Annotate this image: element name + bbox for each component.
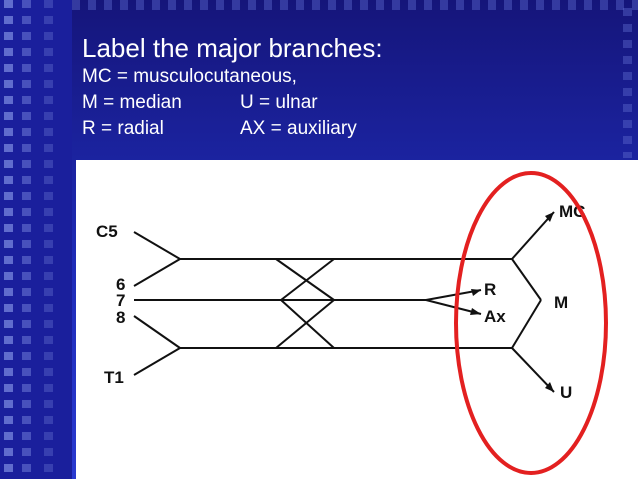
root-label-c5: C5	[96, 222, 118, 241]
r-arrowhead	[471, 289, 481, 296]
ax-arrowhead	[470, 308, 481, 315]
c5-root-line	[133, 231, 181, 260]
c6-root-line	[133, 258, 181, 287]
u-arrowhead	[545, 382, 554, 392]
median-lateral-line	[511, 258, 542, 301]
division-cross-4	[280, 299, 335, 349]
text-block: Label the major branches: MC = musculocu…	[82, 32, 383, 142]
branch-label-ax: Ax	[484, 307, 506, 326]
slide-title: Label the major branches:	[82, 33, 383, 63]
right-decorative-strip	[623, 8, 632, 158]
top-decorative-strip	[72, 0, 638, 10]
left-decorative-strip	[0, 0, 72, 479]
c8-root-line	[133, 315, 181, 349]
arrowheads	[470, 212, 554, 392]
t1-root-line	[133, 347, 181, 376]
legend-axillary: AX = auxiliary	[240, 118, 357, 139]
division-cross-3	[280, 258, 335, 301]
brachial-plexus-diagram: C5 6 7 8 T1 MC R Ax M U	[76, 160, 638, 479]
ulnar-branch-line	[511, 347, 555, 393]
legend-line-3: R = radial AX = auxiliary	[82, 116, 383, 142]
highlight-ellipse	[454, 171, 608, 475]
branch-label-r: R	[484, 280, 496, 299]
mc-branch-line	[511, 211, 555, 260]
plexus-svg: C5 6 7 8 T1 MC R Ax M U	[96, 171, 608, 475]
division-cross-2	[275, 299, 335, 349]
legend-line-1: MC = musculocutaneous,	[82, 66, 297, 87]
root-label-7: 7	[116, 291, 125, 310]
median-medial-line	[511, 299, 542, 349]
nerve-lines	[133, 211, 555, 393]
legend-ulnar: U = ulnar	[240, 92, 318, 113]
legend-median: M = median	[82, 92, 182, 113]
legend-radial: R = radial	[82, 118, 164, 139]
division-cross-1	[275, 258, 335, 301]
root-label-6: 6	[116, 275, 125, 294]
root-label-t1: T1	[104, 368, 124, 387]
legend-line-2: M = median U = ulnar	[82, 90, 383, 116]
branch-label-m: M	[554, 293, 568, 312]
branch-label-u: U	[560, 383, 572, 402]
mc-arrowhead	[545, 212, 554, 222]
root-label-8: 8	[116, 308, 125, 327]
